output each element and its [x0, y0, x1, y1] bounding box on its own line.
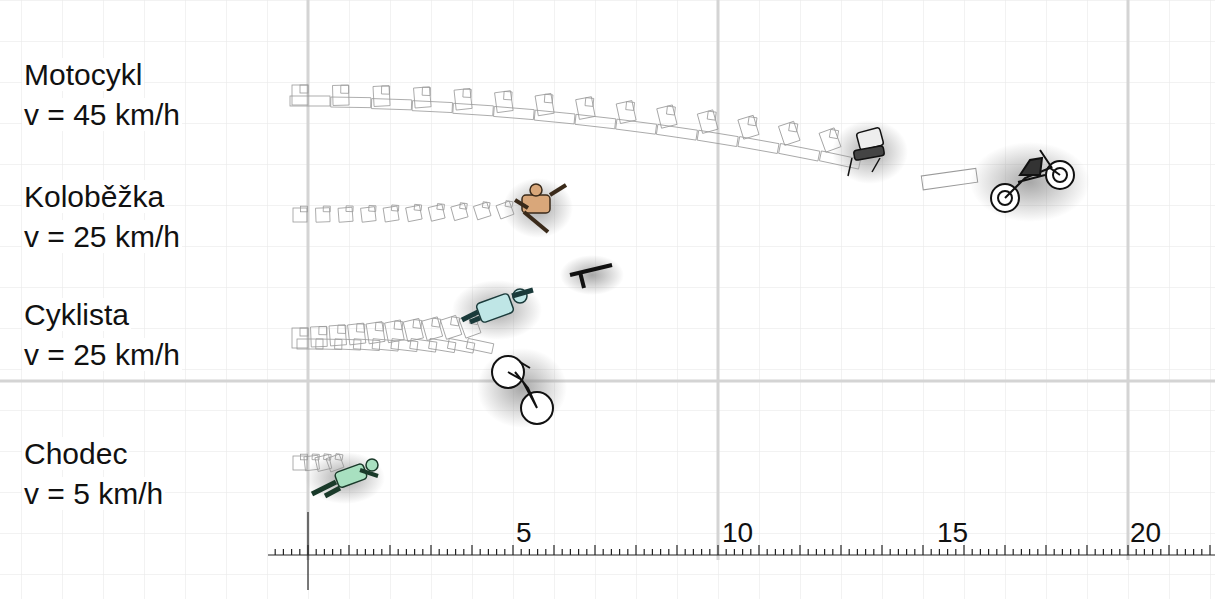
- vehicle-label: v = 5 km/h: [22, 477, 165, 510]
- scale-number: 10: [720, 518, 755, 549]
- vehicle-label: v = 25 km/h: [22, 338, 182, 371]
- vehicle-label: Chodec: [22, 437, 129, 470]
- scale-number: 5: [514, 518, 534, 549]
- vehicle-label: Motocykl: [22, 58, 144, 91]
- scale-number: 15: [935, 518, 970, 549]
- vehicle-label: Cyklista: [22, 298, 131, 331]
- vehicle-label: v = 25 km/h: [22, 220, 182, 253]
- vehicle-label: v = 45 km/h: [22, 98, 182, 131]
- scale-number: 20: [1128, 518, 1163, 549]
- vehicle-label: Koloběžka: [22, 180, 166, 213]
